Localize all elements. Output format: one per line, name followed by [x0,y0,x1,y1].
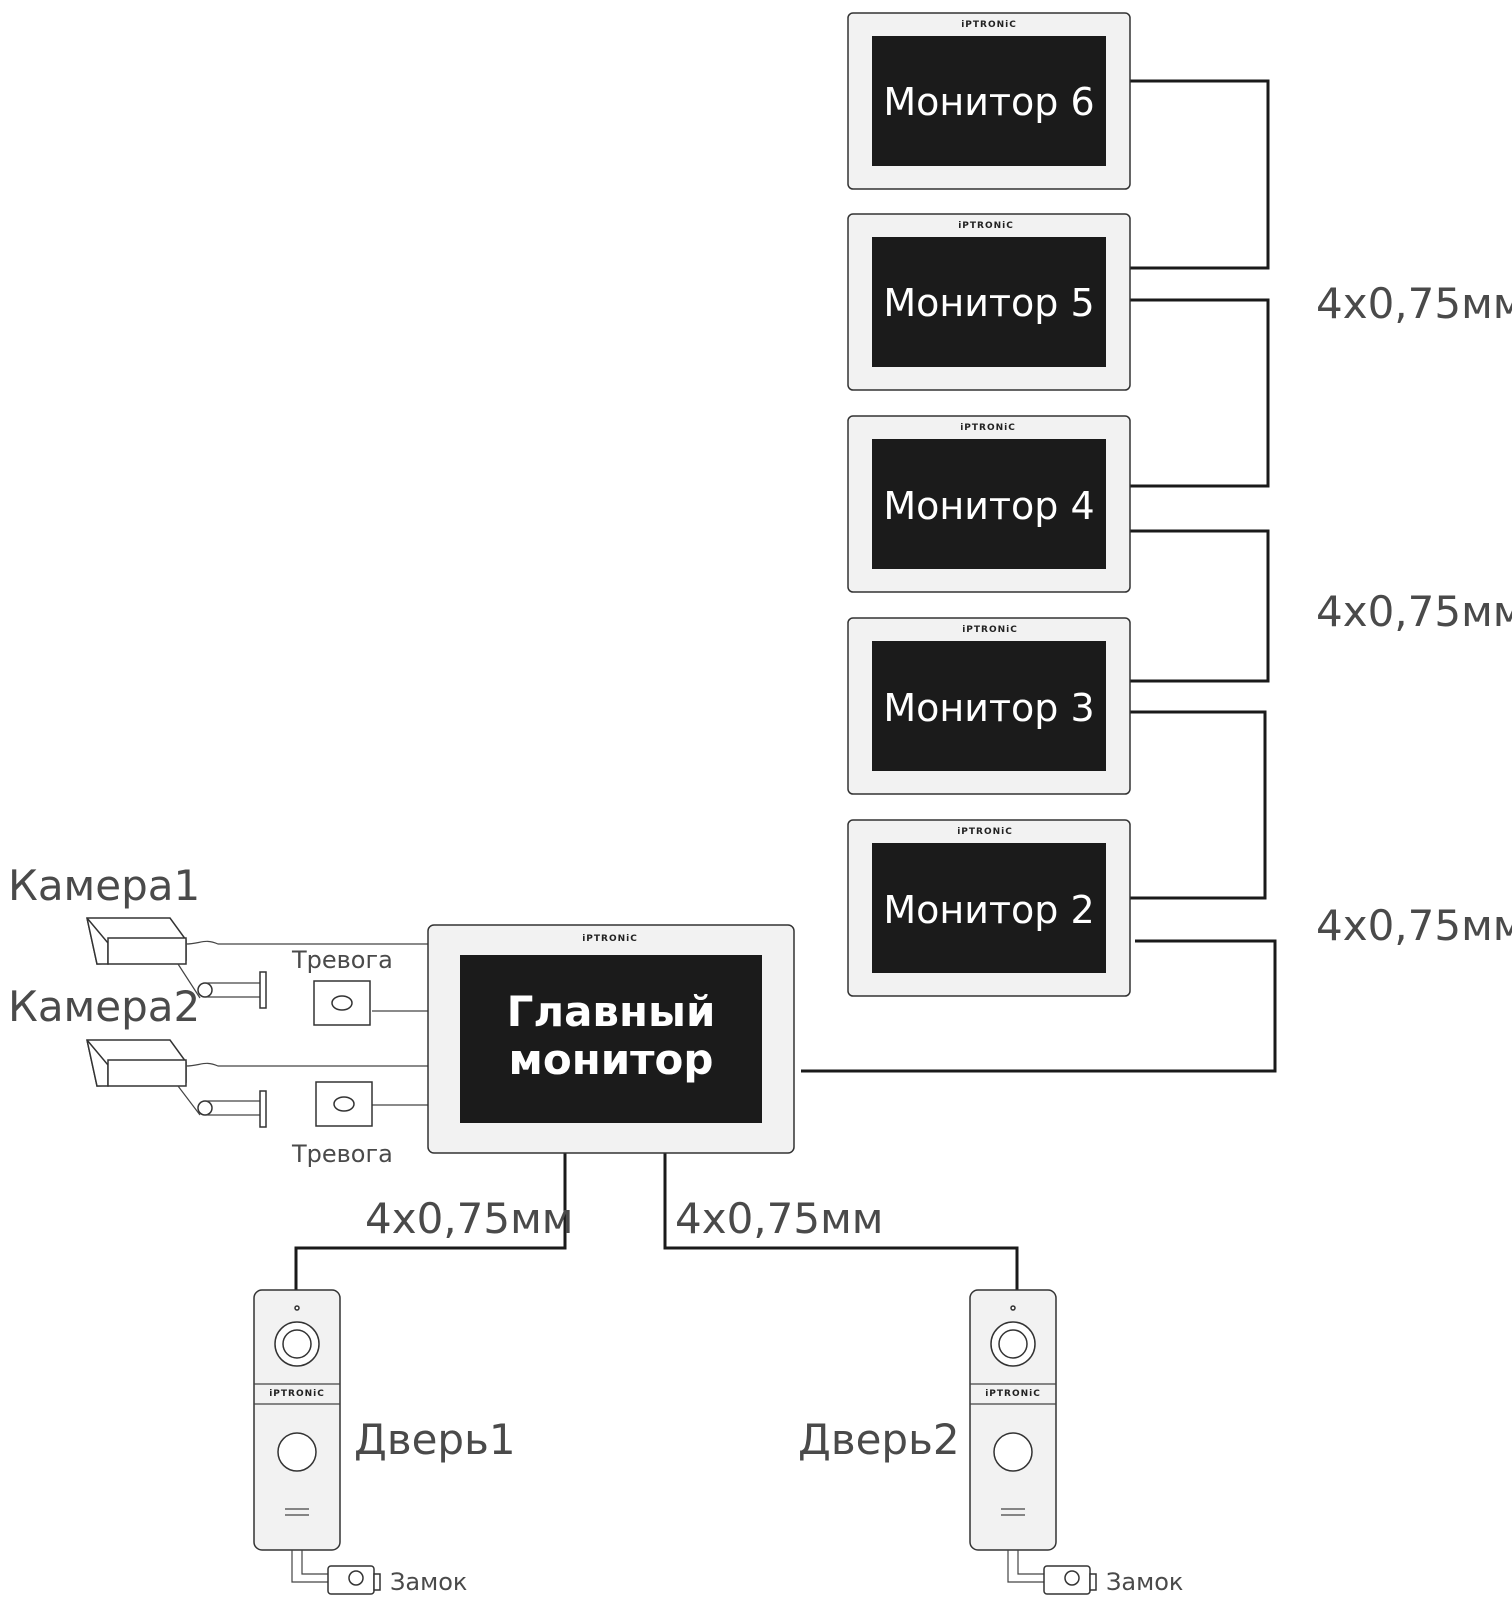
wire-main-door2 [663,1150,1019,1290]
monitor-screen [872,439,1106,569]
monitor-screen [872,36,1106,166]
monitor-4: iPTRONiC Монитор 4 [847,415,1131,593]
monitor-screen [872,843,1106,973]
cable-label: 4х0,75мм [1316,901,1512,950]
brand-logo: iPTRONiC [960,423,1016,433]
monitor-label: Монитор 5 [883,281,1094,325]
monitor-screen [872,237,1106,367]
monitor-6: iPTRONiC Монитор 6 [847,12,1131,190]
lock-1 [291,1550,381,1595]
camera-2 [86,1039,267,1128]
wire-m5-m4 [1130,298,1270,488]
wire-m2-main [801,939,1277,1073]
alarm-label: Тревога [291,946,393,974]
wire-m6-m5 [1130,79,1270,270]
monitor-screen [872,641,1106,771]
monitor-2: iPTRONiC Монитор 2 [847,819,1131,997]
lock-2 [1007,1550,1097,1595]
monitor-label: Монитор 2 [883,888,1094,932]
lock-label: Замок [1106,1568,1183,1596]
brand-logo: iPTRONiC [957,827,1013,837]
brand-logo: iPTRONiC [269,1389,325,1399]
cable-label: 4х0,75мм [675,1194,883,1243]
wire-main-door1 [294,1150,567,1290]
monitor-5: iPTRONiC Монитор 5 [847,213,1131,391]
camera-label: Камера2 [8,982,200,1031]
wire-m3-m2 [1130,710,1267,900]
lock-label: Замок [390,1568,467,1596]
brand-logo: iPTRONiC [582,934,638,944]
monitor-label: Монитор 4 [883,484,1094,528]
door-label: Дверь1 [354,1415,516,1464]
wire-m4-m3 [1130,529,1270,683]
alarm-sensor-2 [315,1081,373,1127]
cable-label: 4х0,75мм [1316,279,1512,328]
monitor-label: Монитор 6 [883,80,1094,124]
brand-logo: iPTRONiC [961,20,1017,30]
camera-1 [86,917,267,1009]
monitor-3: iPTRONiC Монитор 3 [847,617,1131,795]
main-monitor-label-line1: Главный [507,987,716,1036]
alarm-sensor-1 [313,980,371,1026]
main-monitor: iPTRONiC Главный монитор [427,924,795,1154]
wires [232,79,1277,1290]
brand-logo: iPTRONiC [962,625,1018,635]
brand-logo: iPTRONiC [958,221,1014,231]
main-monitor-screen [460,955,762,1123]
main-monitor-label-line2: монитор [509,1035,714,1084]
door-panel-2: iPTRONiC [969,1289,1057,1551]
brand-logo: iPTRONiC [985,1389,1041,1399]
alarm-label: Тревога [291,1140,393,1168]
cable-label: 4х0,75мм [365,1194,573,1243]
camera-label: Камера1 [8,861,200,910]
cable-label: 4х0,75мм [1316,587,1512,636]
door-label: Дверь2 [798,1415,960,1464]
door-panel-1: iPTRONiC [253,1289,341,1551]
monitor-label: Монитор 3 [883,686,1094,730]
